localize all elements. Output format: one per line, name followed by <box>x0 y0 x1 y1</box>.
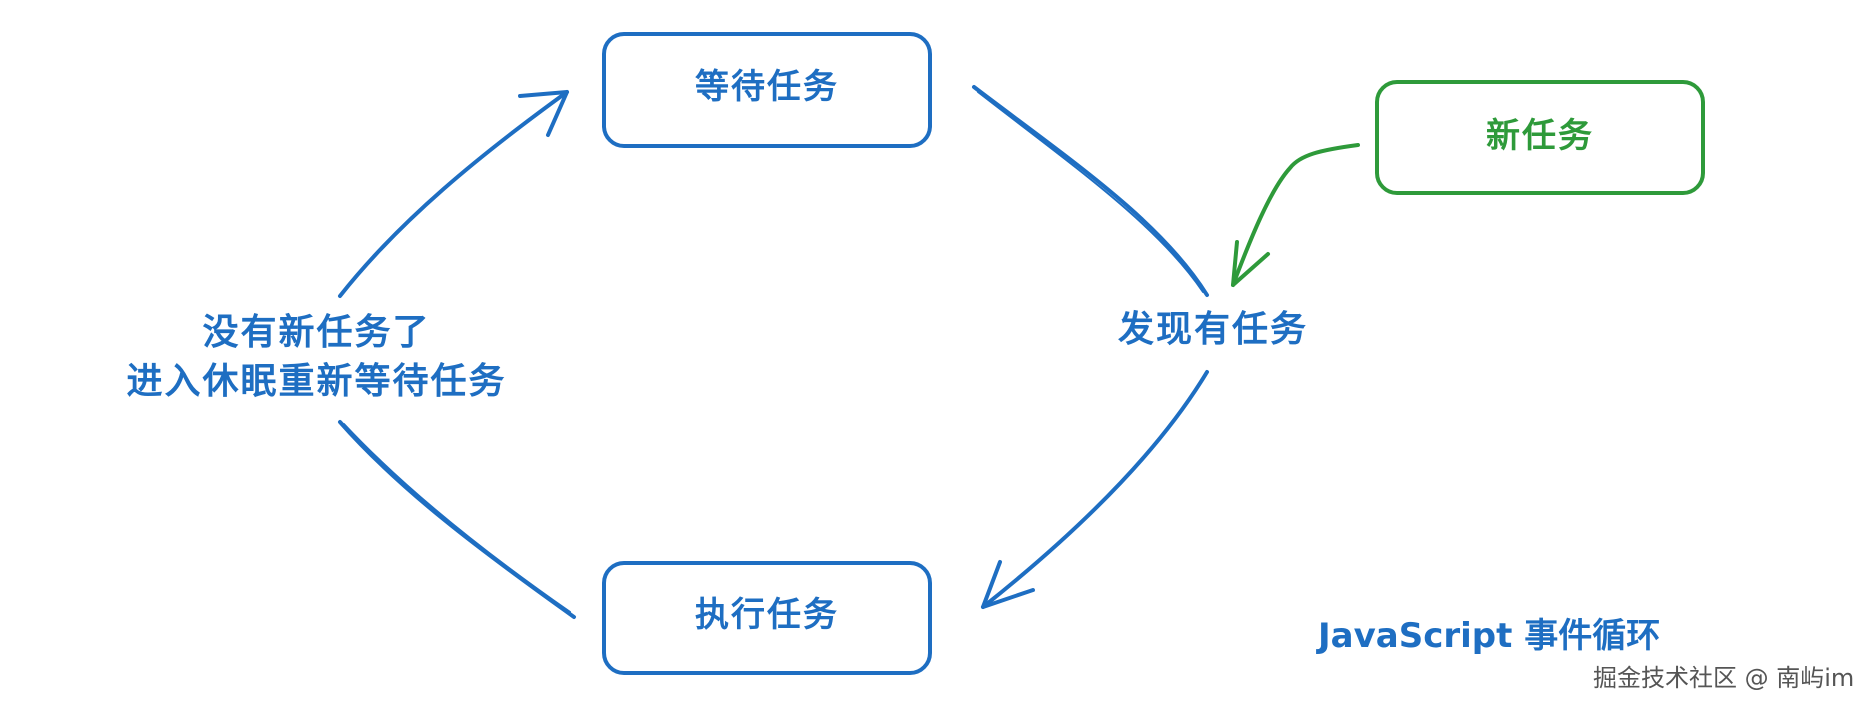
waiting-task-label: 等待任务 <box>695 67 839 107</box>
found-task-label: 发现有任务 <box>1118 309 1309 350</box>
executing-task-label: 执行任务 <box>695 595 839 635</box>
new-task-arrowhead <box>1231 240 1270 287</box>
waiting-task-box <box>602 32 932 148</box>
found-to-executing-arrowhead <box>981 560 1035 609</box>
waiting-to-found-arrow-sketch <box>977 91 1204 293</box>
new-task-arrow <box>1231 143 1360 287</box>
executing-to-sleep-arrow-sketch <box>343 423 571 613</box>
no-task-label-line2: 进入休眠重新等待任务 <box>126 361 507 402</box>
executing-task-box <box>602 561 932 675</box>
no-task-label-line1: 没有新任务了 <box>202 312 431 353</box>
found-to-executing-arrow <box>981 370 1209 609</box>
new-task-box <box>1375 80 1705 195</box>
executing-to-sleep-arrow <box>338 420 576 619</box>
new-task-label: 新任务 <box>1486 116 1594 156</box>
waiting-to-found-arrow <box>972 85 1209 297</box>
sleep-to-waiting-arrow <box>338 90 569 298</box>
watermark: 掘金技术社区 @ 南屿im <box>1593 664 1855 692</box>
sleep-to-waiting-arrowhead <box>518 90 569 137</box>
diagram-title: JavaScript 事件循环 <box>1318 616 1661 656</box>
